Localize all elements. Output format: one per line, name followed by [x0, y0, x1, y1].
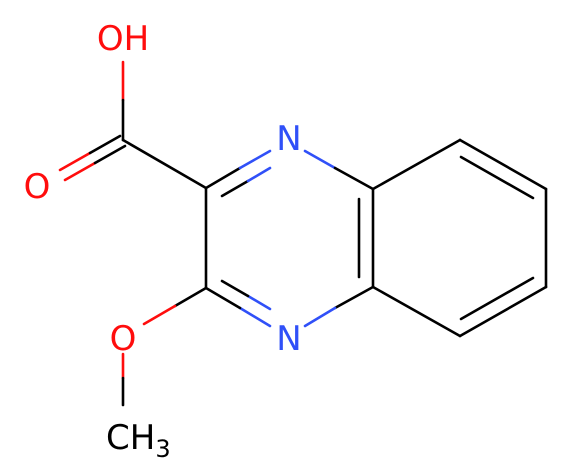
- bond-carboxyl-ring: [121, 138, 208, 190]
- bond-c2-n1: [238, 149, 272, 170]
- methyl-subscript: 3: [155, 435, 170, 463]
- bond-carbonyl-double-b: [63, 161, 97, 182]
- bond-n4-c3-black: [204, 286, 242, 310]
- bonds: [58, 60, 548, 407]
- bond-c8a-c8: [371, 138, 462, 191]
- methyl-label: CH3: [106, 418, 171, 463]
- bond-n4-c3-inner: [246, 294, 272, 311]
- carbonyl-oxygen-label: O: [24, 167, 51, 207]
- bond-carbonyl-double-a: [58, 151, 92, 172]
- hydroxyl-label: OH: [97, 19, 149, 59]
- bond-c2-n1-inner-black: [220, 179, 250, 198]
- nitrogen-top-label: N: [276, 119, 301, 159]
- bond-c3-o: [142, 304, 177, 326]
- bond-carbonyl-double-b-black: [93, 144, 127, 165]
- bond-c6-c5-inner: [459, 276, 535, 321]
- bond-n1-c8a-black: [333, 166, 375, 191]
- bond-n4-c3: [238, 306, 272, 328]
- bond-n1-c8a: [303, 149, 337, 170]
- bond-c4a-n4-black: [333, 285, 375, 310]
- ether-oxygen-label: O: [110, 319, 137, 359]
- bond-c2-n1-black: [204, 166, 242, 190]
- bond-c2-n1-inner: [246, 166, 272, 183]
- bond-carbonyl-double-a-black: [88, 134, 122, 155]
- bond-c4a-n4: [303, 306, 337, 328]
- atom-labels: OH O N N O CH3: [24, 19, 302, 463]
- bond-c5-c4a: [371, 285, 462, 338]
- bond-c6-c5: [458, 285, 548, 338]
- bond-n4-c3-inner-black: [220, 279, 250, 298]
- bond-c8-c7: [458, 138, 548, 191]
- nitrogen-bottom-label: N: [276, 319, 301, 359]
- bond-c3-o-black: [173, 286, 208, 308]
- methyl-text: CH: [106, 418, 155, 458]
- bond-c8-c7-inner: [459, 155, 535, 200]
